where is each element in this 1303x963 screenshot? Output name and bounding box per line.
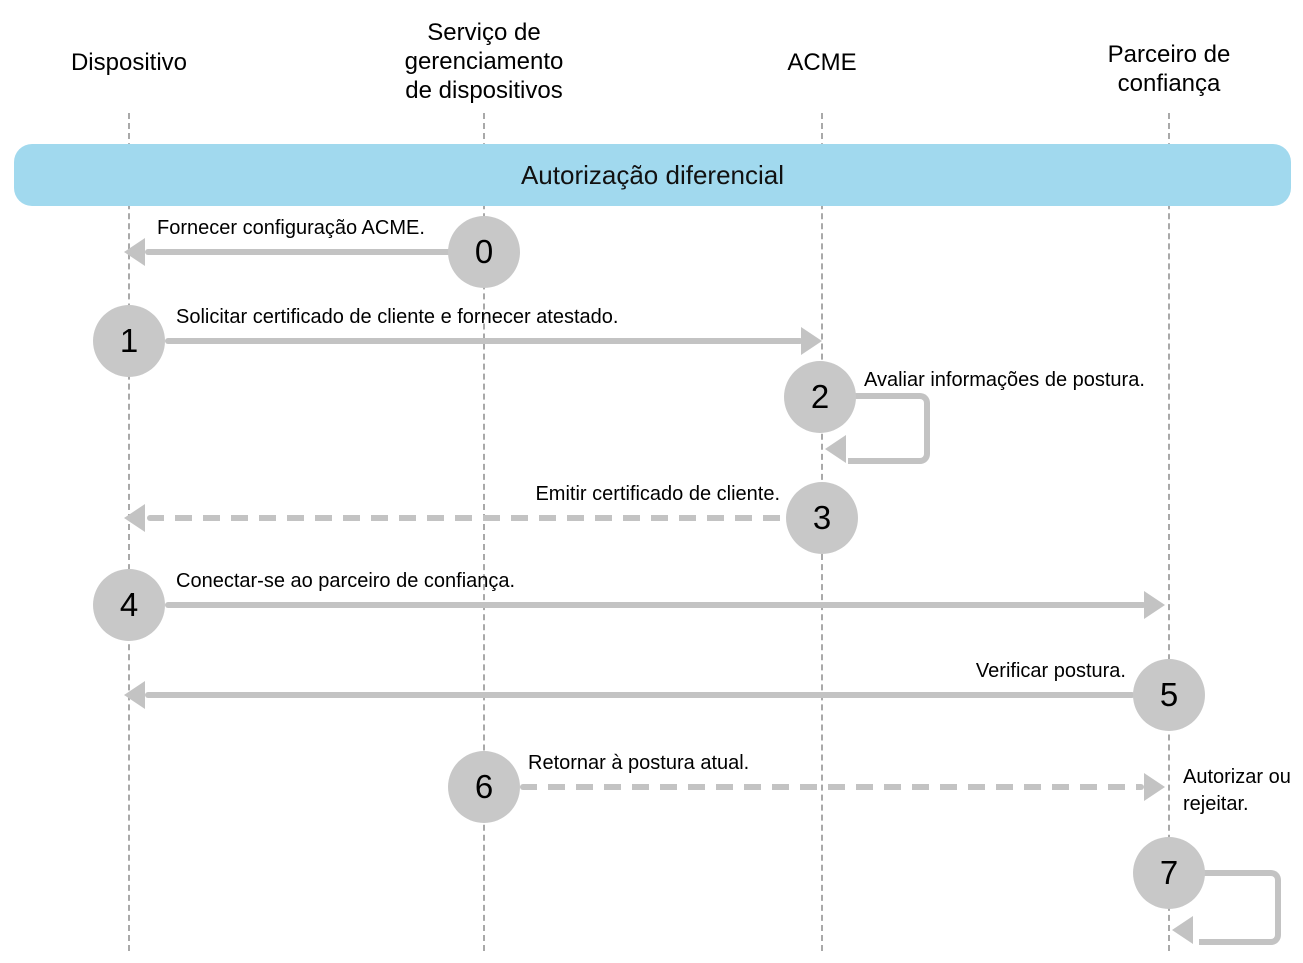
arrow-line-step-3 xyxy=(147,515,787,521)
step-number-3: 3 xyxy=(812,499,832,536)
step-badge-2: 2 xyxy=(784,361,856,433)
actor-label-mdm-line-3: de dispositivos xyxy=(405,77,563,104)
actor-label-acme: ACME xyxy=(672,48,972,77)
step-badge-0: 0 xyxy=(448,216,520,288)
step-number-2: 2 xyxy=(810,378,830,415)
step-badge-1: 1 xyxy=(93,305,165,377)
arrowhead-left-step-5 xyxy=(124,681,145,709)
step-number-5: 5 xyxy=(1159,676,1179,713)
arrowhead-left-step-0 xyxy=(124,238,145,266)
arrow-line-step-5 xyxy=(145,692,1135,698)
message-label-step-4: Conectar-se ao parceiro de confiança. xyxy=(176,570,516,592)
self-loop-step-2 xyxy=(848,393,930,464)
step-badge-6: 6 xyxy=(448,751,520,823)
step-number-6: 6 xyxy=(474,768,494,805)
arrowhead-right-step-1 xyxy=(801,327,822,355)
message-label-step-2: Avaliar informações de postura. xyxy=(864,369,1145,391)
actor-label-mdm-line-1: Serviço de xyxy=(427,19,541,46)
step-badge-5: 5 xyxy=(1133,659,1205,731)
actor-label-mdm-line-2: gerenciamento xyxy=(404,48,564,75)
actor-label-mdm-service: Serviço de gerenciamento de dispositivos xyxy=(334,18,634,105)
arrowhead-left-step-2 xyxy=(825,435,846,463)
lifeline-mdm-service xyxy=(483,113,485,951)
message-label-step-0: Fornecer configuração ACME. xyxy=(157,217,425,239)
step-badge-3: 3 xyxy=(786,482,858,554)
step-badge-7: 7 xyxy=(1133,837,1205,909)
message-label-step-3: Emitir certificado de cliente. xyxy=(535,483,780,505)
actor-label-trust-partner: Parceiro de confiança xyxy=(1019,40,1303,98)
note-authorize-or-reject: Autorizar ou rejeitar. xyxy=(1183,766,1291,815)
step-badge-4: 4 xyxy=(93,569,165,641)
actor-label-device-line: Dispositivo xyxy=(70,49,188,76)
step-number-4: 4 xyxy=(119,586,139,623)
arrow-line-step-0 xyxy=(145,249,484,255)
arrow-line-step-6 xyxy=(520,784,1144,790)
diagram-title: Autorização diferencial xyxy=(520,159,785,190)
self-loop-step-7 xyxy=(1199,870,1281,945)
diagram-title-banner: Autorização diferencial xyxy=(14,144,1291,206)
message-label-step-5: Verificar postura. xyxy=(975,660,1126,682)
arrowhead-right-step-6 xyxy=(1144,773,1165,801)
lifeline-trust-partner xyxy=(1168,113,1170,951)
arrowhead-left-step-3 xyxy=(124,504,145,532)
actor-label-partner-line-1: Parceiro de xyxy=(1107,41,1231,68)
step-number-0: 0 xyxy=(474,233,494,270)
message-label-step-1: Solicitar certificado de cliente e forne… xyxy=(176,306,619,328)
arrow-line-step-4 xyxy=(165,602,1146,608)
actor-label-device: Dispositivo xyxy=(0,48,279,77)
actor-label-partner-line-2: confiança xyxy=(1117,70,1221,97)
actor-label-acme-line: ACME xyxy=(787,49,857,76)
step-number-7: 7 xyxy=(1159,854,1179,891)
arrow-line-step-1 xyxy=(165,338,803,344)
arrowhead-left-step-7 xyxy=(1172,916,1193,944)
arrowhead-right-step-4 xyxy=(1144,591,1165,619)
lifeline-device xyxy=(128,113,130,951)
message-label-step-6: Retornar à postura atual. xyxy=(528,752,750,774)
step-number-1: 1 xyxy=(119,322,139,359)
